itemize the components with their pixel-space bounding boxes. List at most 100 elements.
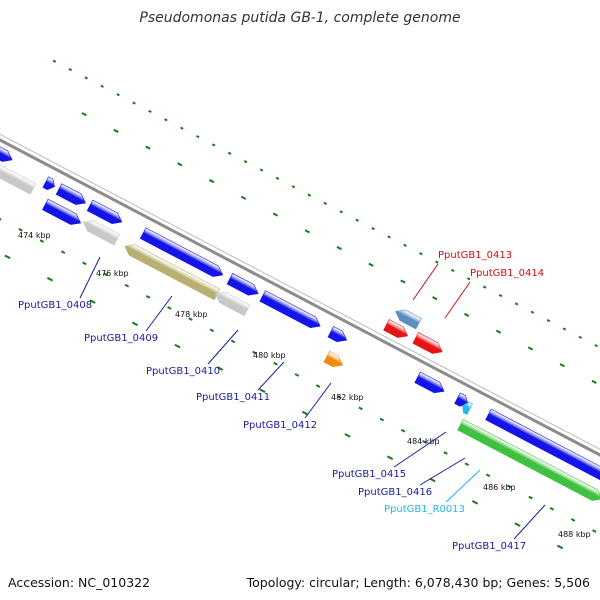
gc-dot [81, 112, 87, 117]
gene-label: PputGB1_0416 [358, 487, 432, 498]
tick-label: 478 kbp [175, 310, 208, 319]
map-title: Pseudomonas putida GB-1, complete genome [139, 10, 461, 26]
gc-dot [450, 268, 455, 272]
backbone-line [0, 133, 600, 450]
genome-info-text: Topology: circular; Length: 6,078,430 bp… [246, 575, 590, 590]
gc-dot [240, 195, 247, 200]
feature-shape [323, 350, 344, 367]
label-leader [257, 361, 285, 391]
feature [0, 153, 37, 195]
gc-dot [68, 68, 73, 72]
gc-dot [52, 59, 57, 63]
gc-dot [259, 168, 264, 172]
feature-shape [82, 220, 121, 246]
label-leader [445, 469, 481, 503]
gc-dot [463, 312, 470, 318]
cds-feature [259, 290, 321, 329]
gc-dot [145, 145, 151, 150]
gc-dot [527, 346, 534, 351]
gc-dot [514, 302, 519, 306]
skew-dot [294, 373, 300, 377]
feature [457, 418, 600, 501]
gc-dot [180, 126, 184, 130]
skew-dot [145, 294, 151, 299]
gc-dot [591, 379, 597, 384]
tick-label: 480 kbp [253, 351, 286, 360]
gc-dot [304, 229, 310, 234]
gc-dot [419, 252, 423, 256]
label-leader [419, 457, 466, 486]
gc-dot [291, 185, 296, 189]
skew-dot [4, 254, 11, 260]
gene-label: PputGB1_0413 [438, 250, 512, 261]
gene-label: PputGB1_0412 [243, 420, 317, 431]
gene-label: PputGB1_0411 [196, 392, 270, 403]
cds-feature [226, 273, 259, 296]
cds-feature [86, 199, 123, 224]
cds-feature-shape [139, 227, 224, 277]
gc-dot [272, 212, 279, 217]
feature [82, 220, 121, 246]
gc-dot [435, 260, 439, 264]
gc-dot [177, 162, 183, 167]
skew-dot [89, 299, 96, 304]
backbone-line [0, 138, 600, 457]
label-leader [393, 431, 447, 468]
rna-feature-shape [462, 401, 473, 415]
skew-dot [570, 518, 576, 522]
cds-feature [55, 183, 86, 205]
cds-feature-shape [383, 319, 409, 338]
gc-dot [211, 143, 216, 147]
label-leader [145, 295, 173, 332]
gc-dot [594, 344, 598, 348]
skew-dot [124, 283, 130, 288]
gc-dot [336, 245, 342, 251]
cds-feature-shape [327, 326, 348, 343]
gc-dot [546, 319, 551, 323]
tick-label: 482 kbp [331, 393, 364, 402]
gc-dot [148, 109, 152, 114]
gc-dot [432, 296, 438, 301]
gc-dot [403, 243, 407, 247]
tick-label: 476 kbp [96, 269, 129, 278]
skew-dot [230, 339, 236, 344]
skew-dot [485, 473, 491, 478]
cds-feature [414, 371, 445, 394]
cds-feature-shape [259, 290, 321, 329]
gc-dot [482, 285, 487, 289]
skew-dot [556, 544, 564, 550]
gc-dot [132, 101, 136, 105]
skew-dot [471, 500, 479, 505]
gc-dot [530, 310, 535, 314]
tick-label: 488 kbp [558, 530, 591, 539]
gene-label: PputGB1_0410 [146, 366, 220, 377]
cds-feature [485, 408, 600, 482]
gc-dot [339, 210, 344, 214]
skew-dot [103, 272, 108, 277]
gc-dot [387, 235, 391, 239]
gene-label: PputGB1_0417 [452, 541, 526, 552]
tick-label: 486 kbp [483, 483, 516, 492]
skew-dot [18, 228, 23, 232]
gc-dot [495, 329, 502, 334]
skew-dot [358, 406, 363, 411]
skew-dot [131, 321, 139, 327]
gene-label: PputGB1_R0013 [384, 504, 465, 515]
accession-text: Accession: NC_010322 [8, 575, 151, 590]
skew-dot [188, 317, 193, 321]
cds-feature [412, 332, 443, 354]
skew-dot [549, 506, 555, 511]
skew-dot [528, 495, 533, 500]
gc-dot [466, 277, 471, 281]
gene-label: PputGB1_0409 [84, 333, 158, 344]
gene-label: PputGB1_0414 [470, 268, 544, 279]
cds-feature [0, 135, 13, 162]
label-leader [207, 329, 239, 365]
gc-dot [371, 226, 375, 231]
gc-dot [100, 84, 104, 88]
cds-feature-shape [42, 176, 55, 191]
cds-feature-shape [412, 332, 443, 354]
skew-dot [422, 440, 427, 444]
tick-label: 484 kbp [407, 437, 440, 446]
